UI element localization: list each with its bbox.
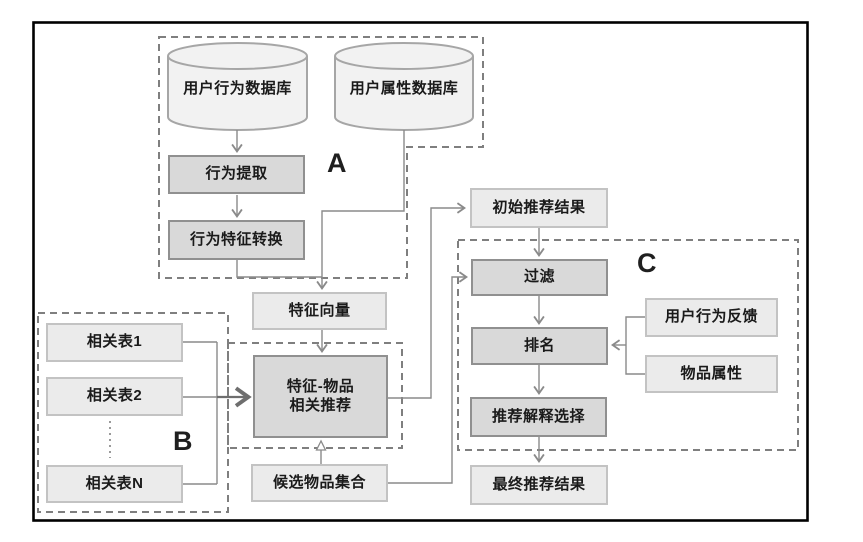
final-rec-result-label: 最终推荐结果 bbox=[492, 475, 586, 493]
feature-item-rec-outline bbox=[227, 342, 403, 449]
user-behavior-db: 用户行为数据库 bbox=[168, 76, 307, 98]
hollow-arrowhead-candidate bbox=[315, 439, 327, 451]
rec-explanation-selection-label: 推荐解释选择 bbox=[491, 407, 585, 425]
node-final-rec-result: 最终推荐结果 bbox=[470, 465, 608, 505]
user-attribute-db-cylinder-top bbox=[334, 42, 474, 70]
behavior-feature-conversion-label: 行为特征转换 bbox=[189, 230, 283, 248]
ranking-label: 排名 bbox=[523, 336, 555, 354]
user-attribute-db: 用户属性数据库 bbox=[335, 76, 473, 98]
group-a-outline bbox=[158, 36, 484, 279]
node-candidate-item-set: 候选物品集合 bbox=[251, 464, 388, 502]
candidate-item-set-label: 候选物品集合 bbox=[272, 473, 366, 491]
database-shapes bbox=[167, 42, 474, 131]
connectors bbox=[109, 130, 645, 485]
node-related-table-2: 相关表2 bbox=[46, 377, 183, 416]
feature-item-rec-label-line1: 特征-物品 bbox=[286, 377, 355, 395]
related-table-1-label: 相关表1 bbox=[86, 333, 143, 351]
node-filter: 过滤 bbox=[471, 259, 608, 296]
connector-featureitem-to-initial bbox=[388, 202, 467, 399]
node-item-attribute: 物品属性 bbox=[645, 355, 778, 393]
node-related-table-1: 相关表1 bbox=[46, 323, 183, 362]
node-feature-item-rec: 特征-物品 相关推荐 bbox=[253, 355, 388, 438]
behavior-extraction-label: 行为提取 bbox=[205, 165, 268, 183]
connector-conversion-to-featurevector bbox=[236, 260, 322, 278]
user-behavior-feedback-label: 用户行为反馈 bbox=[664, 308, 758, 326]
group-outlines bbox=[37, 36, 799, 513]
group-c-outline bbox=[457, 239, 799, 451]
group-b-outline bbox=[37, 312, 229, 513]
group-c-label: C bbox=[637, 248, 657, 278]
node-user-behavior-feedback: 用户行为反馈 bbox=[645, 298, 778, 337]
user-attribute-db-label: 用户属性数据库 bbox=[349, 79, 459, 97]
connector-feedback-bracket bbox=[625, 316, 645, 375]
node-behavior-feature-conversion: 行为特征转换 bbox=[168, 220, 305, 260]
node-related-table-n: 相关表N bbox=[46, 465, 183, 503]
filter-label: 过滤 bbox=[523, 268, 555, 286]
feature-item-rec-label-line2: 相关推荐 bbox=[289, 396, 352, 414]
item-attribute-label: 物品属性 bbox=[680, 364, 743, 382]
node-feature-vector: 特征向量 bbox=[252, 292, 387, 330]
feature-vector-label: 特征向量 bbox=[288, 301, 351, 319]
node-ranking: 排名 bbox=[471, 327, 608, 365]
initial-rec-result-label: 初始推荐结果 bbox=[492, 198, 586, 216]
group-b-label: B bbox=[173, 426, 193, 456]
node-initial-rec-result: 初始推荐结果 bbox=[470, 188, 608, 228]
connector-attributedb-to-featurevector bbox=[316, 130, 405, 291]
connector-candidate-to-filter bbox=[388, 271, 469, 484]
related-table-n-label: 相关表N bbox=[85, 474, 144, 492]
user-behavior-db-label: 用户行为数据库 bbox=[183, 79, 292, 97]
group-a-label: A bbox=[327, 148, 347, 178]
node-rec-explanation-selection: 推荐解释选择 bbox=[470, 397, 607, 437]
node-behavior-extraction: 行为提取 bbox=[168, 155, 305, 194]
related-table-2-label: 相关表2 bbox=[86, 387, 143, 405]
figure-border bbox=[32, 21, 809, 522]
user-behavior-db-cylinder-top bbox=[167, 42, 308, 70]
